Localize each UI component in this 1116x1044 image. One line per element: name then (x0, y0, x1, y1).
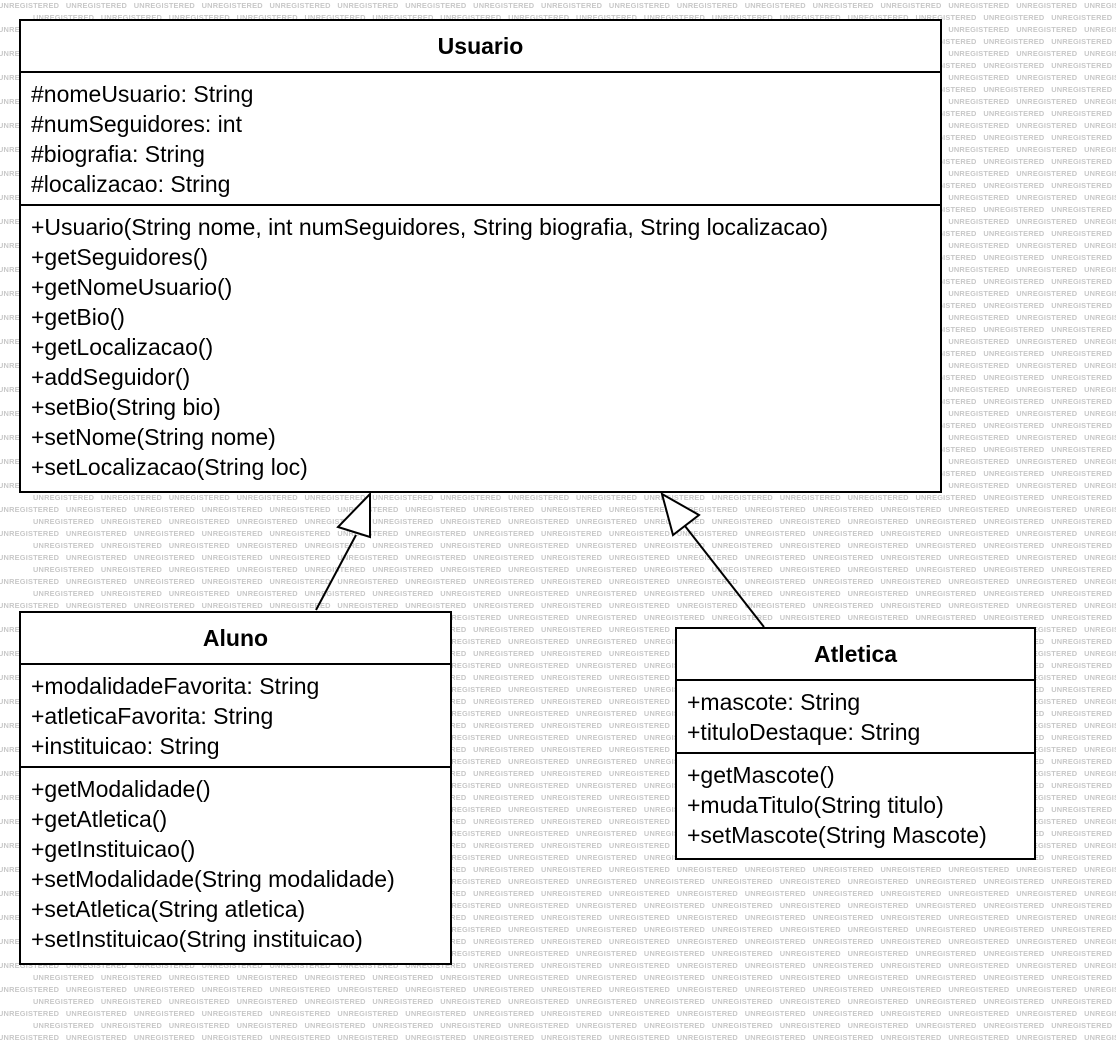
attribute: #localizacao: String (31, 171, 231, 197)
watermark-row: UNREGISTERED UNREGISTERED UNREGISTERED U… (0, 1009, 1116, 1018)
method: +getLocalizacao() (31, 334, 214, 360)
method: +setInstituicao(String instituicao) (31, 926, 363, 952)
watermark-row: UNREGISTERED UNREGISTERED UNREGISTERED U… (0, 961, 1116, 970)
methods-section: +getMascote() +mudaTitulo(String titulo) +… (677, 754, 1034, 855)
aluno-to-usuario-line (315, 534, 357, 611)
attribute: +atleticaFavorita: String (31, 703, 274, 729)
method: +Usuario(String nome, int numSeguidores,… (31, 214, 829, 240)
class-name: Aluno (21, 613, 450, 665)
watermark-row: UNREGISTERED UNREGISTERED UNREGISTERED U… (33, 493, 1113, 502)
watermark-row: UNREGISTERED UNREGISTERED UNREGISTERED U… (0, 577, 1116, 586)
method: +setMascote(String Mascote) (687, 822, 987, 848)
watermark-row: UNREGISTERED UNREGISTERED UNREGISTERED U… (33, 13, 1113, 22)
class-name: Usuario (21, 21, 940, 73)
atletica-generalization-arrowhead (660, 491, 701, 537)
watermark-row: UNREGISTERED UNREGISTERED UNREGISTERED U… (0, 529, 1116, 538)
method: +getInstituicao() (31, 836, 196, 862)
watermark-row: UNREGISTERED UNREGISTERED UNREGISTERED U… (0, 1033, 1116, 1042)
watermark-row: UNREGISTERED UNREGISTERED UNREGISTERED U… (0, 601, 1116, 610)
attribute: #nomeUsuario: String (31, 81, 254, 107)
method: +mudaTitulo(String titulo) (687, 792, 944, 818)
watermark-row: UNREGISTERED UNREGISTERED UNREGISTERED U… (0, 1, 1116, 10)
watermark-row: UNREGISTERED UNREGISTERED UNREGISTERED U… (0, 985, 1116, 994)
watermark-row: UNREGISTERED UNREGISTERED UNREGISTERED U… (33, 997, 1113, 1006)
method: +setLocalizacao(String loc) (31, 454, 308, 480)
class-name: Atletica (677, 629, 1034, 681)
method: +addSeguidor() (31, 364, 191, 390)
attribute: +modalidadeFavorita: String (31, 673, 320, 699)
watermark-row: UNREGISTERED UNREGISTERED UNREGISTERED U… (33, 541, 1113, 550)
method: +getMascote() (687, 762, 835, 788)
method: +setNome(String nome) (31, 424, 276, 450)
method: +setAtletica(String atletica) (31, 896, 306, 922)
method: +getNomeUsuario() (31, 274, 233, 300)
class-aluno[interactable]: Aluno +modalidadeFavorita: String +atleti… (19, 611, 452, 965)
class-usuario[interactable]: Usuario #nomeUsuario: String #numSeguidor… (19, 19, 942, 493)
attribute: +mascote: String (687, 689, 861, 715)
method: +getAtletica() (31, 806, 168, 832)
watermark-row: UNREGISTERED UNREGISTERED UNREGISTERED U… (33, 973, 1113, 982)
attributes-section: #nomeUsuario: String #numSeguidores: int #… (21, 73, 940, 206)
method: +getBio() (31, 304, 125, 330)
watermark-row: UNREGISTERED UNREGISTERED UNREGISTERED U… (33, 517, 1113, 526)
methods-section: +getModalidade() +getAtletica() +getInstit… (21, 768, 450, 959)
method: +setModalidade(String modalidade) (31, 866, 395, 892)
watermark-row: UNREGISTERED UNREGISTERED UNREGISTERED U… (33, 565, 1113, 574)
attribute: #numSeguidores: int (31, 111, 242, 137)
method: +getSeguidores() (31, 244, 209, 270)
attributes-section: +mascote: String +tituloDestaque: String (677, 681, 1034, 754)
methods-section: +Usuario(String nome, int numSeguidores,… (21, 206, 940, 487)
watermark-row: UNREGISTERED UNREGISTERED UNREGISTERED U… (33, 1021, 1113, 1030)
attribute: +instituicao: String (31, 733, 220, 759)
watermark-row: UNREGISTERED UNREGISTERED UNREGISTERED U… (33, 589, 1113, 598)
class-atletica[interactable]: Atletica +mascote: String +tituloDestaque… (675, 627, 1036, 860)
attributes-section: +modalidadeFavorita: String +atleticaFavo… (21, 665, 450, 768)
attribute: +tituloDestaque: String (687, 719, 921, 745)
atletica-to-usuario-line (684, 525, 765, 628)
attribute: #biografia: String (31, 141, 205, 167)
method: +setBio(String bio) (31, 394, 221, 420)
method: +getModalidade() (31, 776, 211, 802)
watermark-row: UNREGISTERED UNREGISTERED UNREGISTERED U… (0, 553, 1116, 562)
aluno-generalization-arrowhead (336, 491, 371, 539)
